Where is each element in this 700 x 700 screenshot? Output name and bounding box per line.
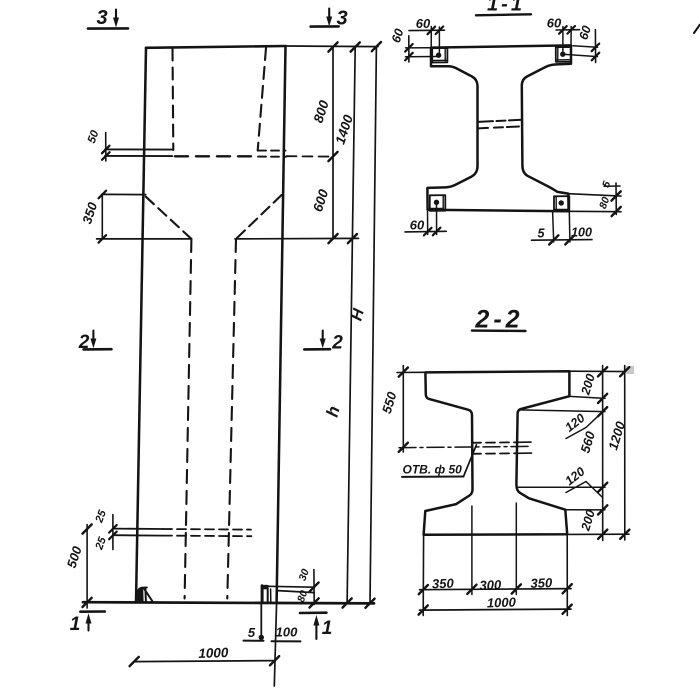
svg-text:5: 5 <box>600 180 613 190</box>
svg-text:60: 60 <box>410 218 425 233</box>
svg-text:2: 2 <box>78 332 90 353</box>
svg-text:60: 60 <box>389 27 407 45</box>
svg-text:600: 600 <box>310 187 331 214</box>
svg-text:3: 3 <box>96 7 107 29</box>
svg-text:25: 25 <box>93 508 109 525</box>
svg-text:50: 50 <box>86 128 102 145</box>
svg-text:100: 100 <box>571 226 592 240</box>
svg-text:500: 500 <box>64 544 85 570</box>
svg-text:2: 2 <box>331 333 343 354</box>
svg-text:5: 5 <box>538 227 546 241</box>
svg-text:120: 120 <box>563 464 588 488</box>
svg-text:200: 200 <box>578 372 598 397</box>
svg-text:60: 60 <box>416 16 431 31</box>
svg-text:5: 5 <box>248 625 256 640</box>
svg-text:3: 3 <box>336 8 347 30</box>
svg-text:1-1: 1-1 <box>487 0 525 16</box>
svg-text:350: 350 <box>79 200 100 226</box>
svg-text:350: 350 <box>530 575 553 591</box>
svg-text:ОТВ. ф 50: ОТВ. ф 50 <box>403 463 463 477</box>
svg-text:1000: 1000 <box>487 594 517 610</box>
svg-text:80: 80 <box>295 589 310 604</box>
svg-text:60: 60 <box>576 24 594 42</box>
svg-text:550: 550 <box>379 389 400 415</box>
svg-text:300: 300 <box>479 577 502 593</box>
svg-text:1000: 1000 <box>198 645 229 661</box>
svg-text:1: 1 <box>70 614 81 635</box>
svg-text:25: 25 <box>93 535 109 552</box>
svg-text:h: h <box>323 404 344 419</box>
svg-text:200: 200 <box>578 508 598 533</box>
svg-text:560: 560 <box>577 429 598 455</box>
svg-text:H: H <box>348 307 368 323</box>
svg-text:60: 60 <box>547 16 562 31</box>
svg-text:350: 350 <box>432 576 455 592</box>
svg-text:2-2: 2-2 <box>474 306 523 334</box>
svg-text:100: 100 <box>276 625 298 640</box>
svg-text:1400: 1400 <box>332 113 356 147</box>
svg-text:80: 80 <box>597 195 612 210</box>
svg-text:1: 1 <box>322 618 333 639</box>
svg-text:30: 30 <box>297 567 312 582</box>
svg-text:800: 800 <box>311 98 332 125</box>
